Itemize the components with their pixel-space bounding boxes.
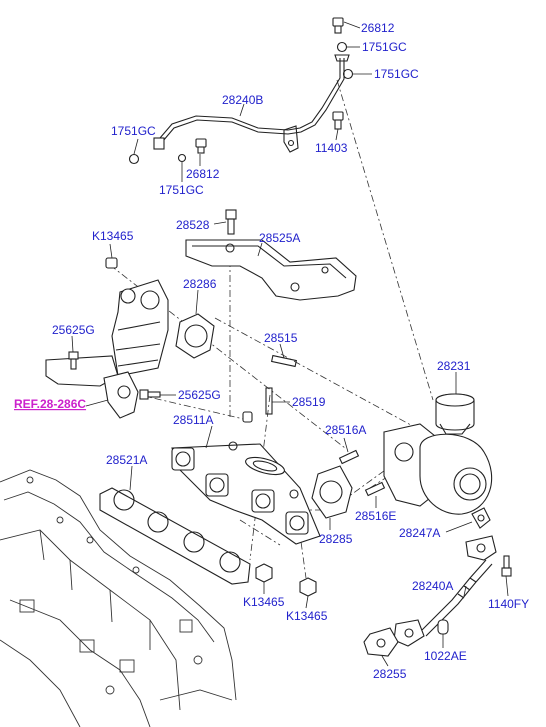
stud-28519 <box>265 387 273 415</box>
oil-feed-pipe <box>153 54 350 153</box>
label-25625g-b: 25625G <box>178 388 221 402</box>
bolt-26812-top <box>332 17 344 34</box>
gasket-28286 <box>175 313 215 359</box>
label-1751gc-d: 1751GC <box>159 183 204 197</box>
label-28528: 28528 <box>176 218 210 232</box>
stud-28516e <box>364 481 386 497</box>
gasket-28255 <box>363 627 399 657</box>
manifold-gasket <box>99 487 251 585</box>
gasket-28247a <box>471 507 491 529</box>
leader-lines <box>71 21 509 667</box>
label-1751gc-b: 1751GC <box>374 67 419 81</box>
label-28231: 28231 <box>437 359 471 373</box>
nut-k13465-c <box>299 577 317 597</box>
washer-1751gc-b <box>342 68 354 80</box>
bolt-25625g-b <box>139 389 161 400</box>
bolt-28528 <box>225 209 237 235</box>
exhaust-manifold <box>171 441 321 545</box>
label-25625g-a: 25625G <box>52 323 95 337</box>
label-1140fy: 1140FY <box>488 597 529 611</box>
label-28285: 28285 <box>319 532 353 546</box>
label-26812-bottom: 26812 <box>186 167 220 181</box>
reference-link[interactable]: REF.28-286C <box>14 397 86 411</box>
label-28247a: 28247A <box>399 526 440 540</box>
label-1022ae: 1022AE <box>424 649 467 663</box>
label-28511a: 28511A <box>173 413 213 427</box>
catalytic-converter <box>45 279 169 419</box>
label-28516a: 28516A <box>325 423 366 437</box>
bolt-26812-bottom <box>195 138 207 154</box>
washer-1751gc-a <box>336 41 348 53</box>
label-28521a: 28521A <box>106 453 147 467</box>
label-1751gc-c: 1751GC <box>111 124 156 138</box>
turbocharger <box>383 393 493 515</box>
label-28519: 28519 <box>292 395 326 409</box>
stud-28515 <box>270 354 298 368</box>
label-k13465-b: K13465 <box>243 595 285 609</box>
label-26812-top: 26812 <box>361 21 395 35</box>
heat-shield <box>185 239 357 301</box>
nut-k13465-top <box>105 257 118 269</box>
label-28515: 28515 <box>264 331 298 345</box>
bolt-11403 <box>332 111 344 130</box>
nut-k13465-b <box>255 563 273 583</box>
gasket-28285 <box>311 465 353 519</box>
washer-1751gc-d <box>177 153 187 163</box>
label-k13465-top: K13465 <box>92 229 134 243</box>
label-11403: 11403 <box>315 141 348 155</box>
washer-1022ae <box>437 619 449 635</box>
bolt-1140fy <box>501 555 512 577</box>
label-28525a: 28525A <box>259 231 300 245</box>
nut-manifold-top <box>242 411 253 423</box>
label-k13465-c: K13465 <box>286 609 328 623</box>
label-28255: 28255 <box>373 667 407 681</box>
stud-28516a <box>338 449 360 465</box>
label-1751gc-a: 1751GC <box>362 40 407 54</box>
label-28516e: 28516E <box>355 509 396 523</box>
label-28286: 28286 <box>183 277 217 291</box>
engine-block <box>0 469 237 727</box>
washer-1751gc-c <box>128 153 140 165</box>
label-28240a: 28240A <box>412 579 453 593</box>
label-28240b: 28240B <box>222 93 263 107</box>
bolt-25625g-a <box>68 351 79 370</box>
